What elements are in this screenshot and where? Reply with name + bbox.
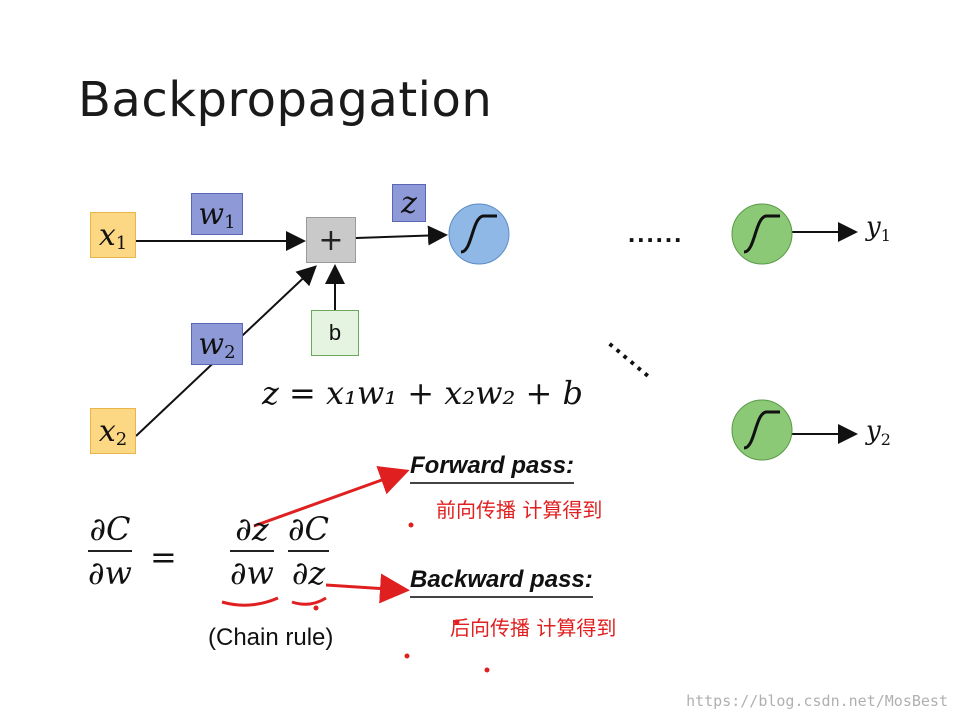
red-dot [454,619,460,625]
chain-rule-caption: (Chain rule) [208,624,334,651]
x1-symbol: x [98,217,116,253]
output-y2-label: y2 [866,416,891,449]
bias-box: b [311,310,359,356]
x2-symbol: x [98,413,116,449]
dc-dz-fraction: ∂C ∂z [288,510,330,592]
backward-pass-label: Backward pass: [410,566,593,598]
t2-numerator: ∂C [288,510,330,548]
w2-subscript: 2 [224,341,236,363]
red-dot [313,605,319,611]
neuron-green-1 [731,203,793,265]
lhs-fraction: ∂C ∂w [88,510,132,592]
y1-symbol: y [866,212,881,242]
dw-underline [221,596,279,607]
forward-red-arrow [253,466,410,528]
z-equation: z = x₁w₁ + x₂w₂ + b [262,374,583,412]
x2-subscript: 2 [115,428,128,450]
t1-numerator: ∂z [235,510,269,548]
sigmoid-icon [460,214,497,254]
output-y1-label: y1 [866,212,891,245]
sigmoid-icon [743,410,780,450]
lhs-numerator: ∂C [89,510,131,548]
sum-to-neuron-arrow [355,225,448,246]
red-dot [408,522,414,528]
backward-pass-note: 后向传播 计算得到 [450,616,617,640]
dz-dw-fraction: ∂z ∂w [230,510,274,592]
forward-pass-label: Forward pass: [410,452,575,484]
dz-underline [291,596,327,606]
backward-red-arrow [325,573,410,604]
watermark: https://blog.csdn.net/MosBest [686,692,948,710]
w1-symbol: w [198,196,225,232]
t1-denominator: ∂w [230,554,274,592]
w2-symbol: w [198,326,225,362]
page-title: Backpropagation [78,72,493,128]
neuron-green-2 [731,399,793,461]
forward-pass-note: 前向传播 计算得到 [436,498,603,522]
equals-sign: = [150,538,177,576]
ellipsis-horizontal: ...... [628,218,684,248]
red-dot [404,653,410,659]
red-dot [484,667,490,673]
sum-node: + [306,217,356,263]
z-label-box: z [392,184,426,222]
lhs-denominator: ∂w [88,554,132,592]
y1-subscript: 1 [880,226,891,245]
t2-denominator: ∂z [291,554,326,592]
x1-subscript: 1 [115,232,128,254]
neuron-blue [448,203,510,265]
w1-subscript: 1 [224,211,236,233]
y2-subscript: 2 [880,430,891,449]
sigmoid-icon [743,214,780,254]
y2-symbol: y [866,416,881,446]
